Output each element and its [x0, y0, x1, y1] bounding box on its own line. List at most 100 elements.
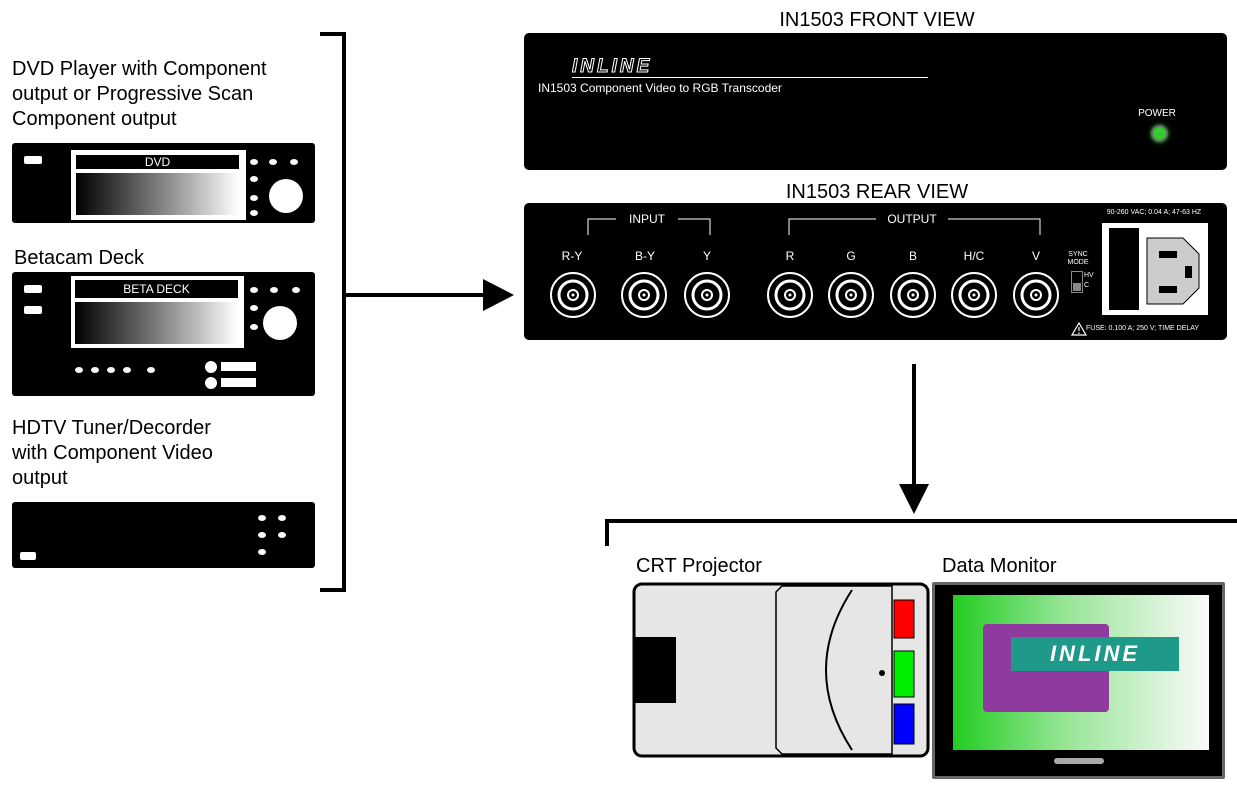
hdtv-label-line-3: output	[12, 467, 68, 489]
port-label-b-y: B-Y	[634, 249, 655, 263]
port-label-r: R	[785, 249, 795, 263]
hdtv-tuner	[12, 502, 315, 568]
betacam-label: Betacam Deck	[14, 247, 145, 269]
projector-lens-curve	[825, 589, 853, 751]
power-inlet[interactable]	[1102, 223, 1208, 315]
dvd-power-button	[24, 156, 42, 164]
socket-pin-top	[1159, 251, 1177, 258]
output-bracket	[605, 519, 1237, 546]
dvd-player: DVD	[12, 143, 315, 223]
bnc-connector-r[interactable]	[767, 272, 813, 318]
dvd-display-panel: DVD	[71, 150, 246, 220]
port-label-v: V	[1031, 249, 1040, 263]
betacam-button-2	[24, 306, 42, 314]
front-panel: INLINE IN1503 Component Video to RGB Tra…	[524, 33, 1227, 170]
hdtv-button-1	[258, 515, 266, 521]
power-led-icon	[1151, 125, 1168, 142]
betacam-button-9	[205, 377, 217, 389]
hdtv-label: HDTV Tuner/Decorder with Component Video…	[12, 416, 332, 491]
betacam-display-label: BETA DECK	[75, 280, 238, 298]
dvd-button-5	[250, 195, 258, 201]
rear-panel: INPUT OUTPUT R-Y B-Y Y R G B H/C V	[524, 203, 1227, 340]
betacam-button-6	[250, 305, 258, 311]
bnc-connector-b-y[interactable]	[621, 272, 667, 318]
socket-pin-bottom	[1159, 286, 1177, 293]
dvd-button-4	[250, 176, 258, 182]
betacam-button-3	[250, 287, 258, 293]
fuse-rating: FUSE: 0.100 A; 250 V; TIME DELAY	[1086, 325, 1200, 332]
betacam-button-7	[250, 324, 258, 330]
front-logo: INLINE	[571, 56, 653, 77]
dvd-button-2	[269, 159, 277, 165]
dvd-jog-dial	[269, 179, 303, 213]
output-section-label: OUTPUT	[887, 212, 937, 226]
hdtv-button-5	[258, 549, 266, 555]
data-monitor-label: Data Monitor	[942, 555, 1057, 577]
betacam-button-8	[205, 361, 217, 373]
betacam-display-panel: BETA DECK	[71, 276, 244, 348]
dvd-controls	[250, 159, 303, 216]
hdtv-button-2	[278, 515, 286, 521]
betacam-transport-2	[91, 367, 99, 373]
data-monitor: INLINE	[932, 582, 1225, 779]
socket-pin-right	[1185, 266, 1192, 278]
warning-icon	[1071, 322, 1087, 336]
source-arrow-head	[483, 279, 514, 311]
betacam-transport-5	[147, 367, 155, 373]
bnc-connector-b[interactable]	[890, 272, 936, 318]
monitor-screen: INLINE	[953, 595, 1209, 750]
red-lens	[893, 599, 915, 639]
dvd-display-gradient	[76, 173, 239, 215]
betacam-button-1	[24, 285, 42, 293]
sync-switch-knob	[1073, 283, 1081, 291]
projector-indicator	[879, 670, 885, 676]
betacam-transport-4	[123, 367, 131, 373]
sync-mode-label: SYNC MODE	[1066, 251, 1090, 267]
switch-label-c: C	[1084, 282, 1090, 289]
betacam-button-5	[292, 287, 300, 293]
rear-section-brackets	[587, 218, 1041, 235]
dvd-button-6	[250, 210, 258, 216]
betacam-button-11	[221, 378, 256, 387]
monitor-stand	[1054, 758, 1104, 764]
bnc-connectors	[550, 272, 1059, 318]
betacam-jog-dial	[263, 306, 297, 340]
hdtv-power-button	[20, 552, 36, 560]
output-arrow-head	[899, 484, 929, 514]
betacam-transport-3	[107, 367, 115, 373]
dvd-display-label: DVD	[76, 155, 239, 169]
projector-front-section	[775, 585, 893, 755]
bnc-connector-g[interactable]	[828, 272, 874, 318]
betacam-button-4	[270, 287, 278, 293]
crt-projector-label: CRT Projector	[636, 555, 762, 577]
sync-mode-switch[interactable]	[1071, 271, 1083, 293]
port-label-r-y: R-Y	[561, 249, 583, 263]
power-rating: 90-260 VAC; 0.04 A; 47-63 HZ	[1106, 209, 1202, 216]
sync-mode-line-1: SYNC	[1068, 251, 1088, 258]
dvd-label-line-3: Component output	[12, 108, 177, 130]
monitor-logo-banner: INLINE	[1011, 637, 1179, 671]
bnc-connector-r-y[interactable]	[550, 272, 596, 318]
hdtv-button-3	[258, 532, 266, 538]
hdtv-label-line-1: HDTV Tuner/Decorder	[12, 417, 211, 439]
dvd-button-3	[290, 159, 298, 165]
switch-label-hv: HV	[1084, 272, 1094, 279]
port-label-y: Y	[702, 249, 711, 263]
dvd-label: DVD Player with Component output or Prog…	[12, 57, 332, 132]
betacam-transport-1	[75, 367, 83, 373]
crt-projector	[632, 582, 930, 758]
bnc-connector-y[interactable]	[684, 272, 730, 318]
betacam-display-gradient	[75, 302, 238, 344]
betacam-button-10	[221, 362, 256, 371]
bnc-connector-h-c[interactable]	[951, 272, 997, 318]
dvd-label-line-2: output or Progressive Scan	[12, 83, 254, 105]
output-section-bracket	[788, 218, 1041, 235]
front-view-title: IN1503 FRONT VIEW	[779, 9, 975, 31]
bnc-connector-v[interactable]	[1013, 272, 1059, 318]
front-logo-rule	[572, 77, 928, 78]
port-label-h-c: H/C	[963, 249, 985, 263]
betacam-controls	[75, 287, 300, 389]
rear-view-title: IN1503 REAR VIEW	[785, 181, 969, 203]
power-socket-icon	[1146, 237, 1200, 305]
sync-mode-line-2: MODE	[1067, 259, 1089, 266]
